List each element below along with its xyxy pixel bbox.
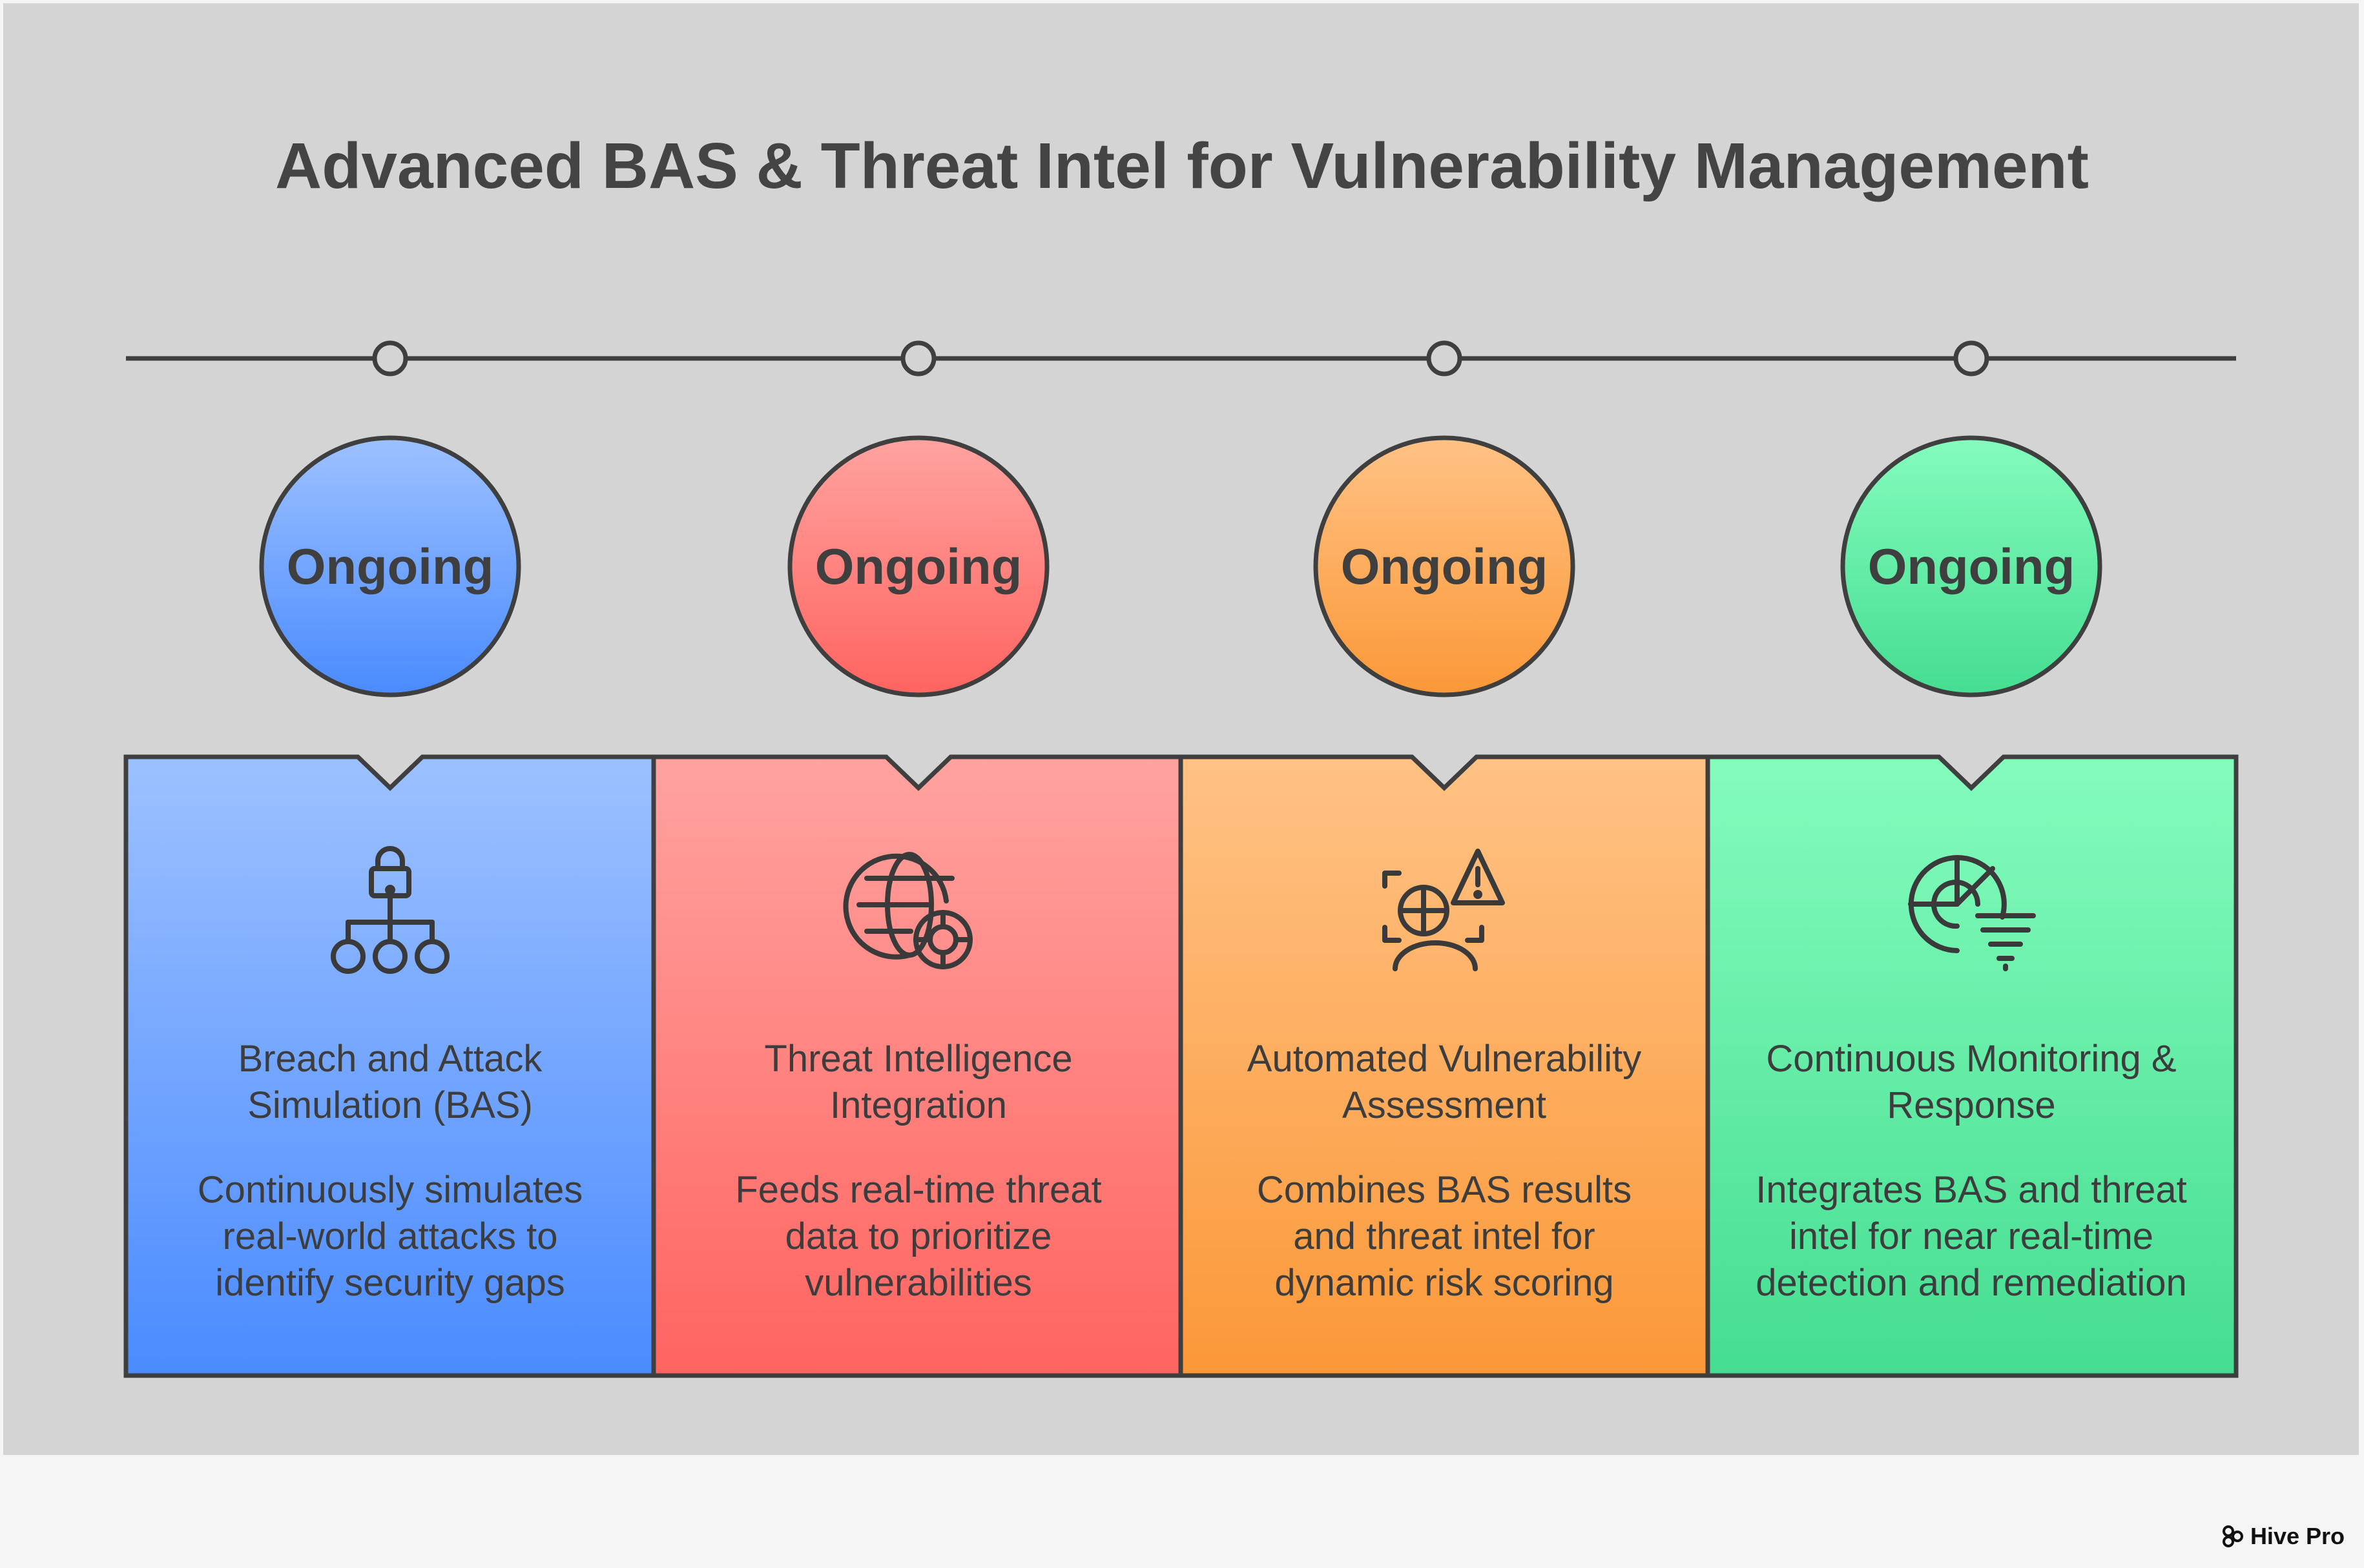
description-line: intel for near real-time	[1789, 1215, 2154, 1257]
description-line: data to prioritize	[785, 1215, 1052, 1257]
description-line: Continuously simulates	[197, 1169, 583, 1211]
status-circle	[1840, 435, 2102, 697]
stage-heading: Automated Vulnerability Assessment	[1192, 1036, 1696, 1129]
brand-name: Hive Pro	[2250, 1523, 2345, 1549]
description-line: vulnerabilities	[805, 1262, 1032, 1304]
globe-settings-icon	[843, 852, 973, 969]
description-line: Feeds real-time threat	[735, 1169, 1102, 1211]
heading-line: Response	[1887, 1084, 2056, 1126]
heading-line: Integration	[829, 1084, 1008, 1126]
status-label: Ongoing	[1867, 538, 2075, 595]
stage-heading: Breach and Attack Simulation (BAS)	[138, 1036, 642, 1129]
stage-card	[123, 754, 656, 1378]
description-line: dynamic risk scoring	[1274, 1262, 1614, 1304]
heading-line: Assessment	[1342, 1084, 1546, 1126]
timeline-node	[1953, 340, 1989, 377]
heading-line: Simulation (BAS)	[247, 1084, 533, 1126]
stage-description: Combines BAS results and threat intel fo…	[1192, 1167, 1696, 1306]
network-lock-icon	[331, 846, 450, 974]
stage-card	[1178, 754, 1710, 1378]
stage-card	[1705, 754, 2239, 1378]
description-line: Integrates BAS and threat	[1756, 1169, 2187, 1211]
heading-line: Automated Vulnerability	[1247, 1038, 1642, 1080]
stage-description: Integrates BAS and threat intel for near…	[1719, 1167, 2223, 1306]
description-line: detection and remediation	[1756, 1262, 2187, 1304]
timeline-node	[1426, 340, 1462, 377]
heading-line: Breach and Attack	[238, 1038, 543, 1080]
brand-logo: Hive Pro	[2221, 1523, 2345, 1550]
stage-heading: Continuous Monitoring & Response	[1719, 1036, 2223, 1129]
diagram-title: Advanced BAS & Threat Intel for Vulnerab…	[275, 130, 2089, 202]
status-circle	[787, 435, 1050, 697]
radar-funnel-icon	[1908, 855, 2036, 971]
stage-card	[651, 754, 1183, 1378]
scan-warning-icon	[1382, 849, 1505, 971]
heading-line: Threat Intelligence	[764, 1038, 1073, 1080]
description-line: real-world attacks to	[222, 1215, 558, 1257]
hive-logo-icon	[2222, 1525, 2243, 1547]
status-label: Ongoing	[286, 538, 494, 595]
description-line: identify security gaps	[215, 1262, 565, 1304]
status-label: Ongoing	[814, 538, 1022, 595]
description-line: and threat intel for	[1293, 1215, 1595, 1257]
stage-heading: Threat Intelligence Integration	[667, 1036, 1170, 1129]
heading-line: Continuous Monitoring &	[1766, 1038, 2177, 1080]
status-label: Ongoing	[1340, 538, 1548, 595]
description-line: Combines BAS results	[1256, 1169, 1632, 1211]
status-circle	[259, 435, 521, 697]
status-circle	[1313, 435, 1575, 697]
timeline-node	[372, 340, 408, 377]
stage-description: Feeds real-time threat data to prioritiz…	[667, 1167, 1170, 1306]
timeline-node	[900, 340, 937, 377]
stage-description: Continuously simulates real-world attack…	[138, 1167, 642, 1306]
